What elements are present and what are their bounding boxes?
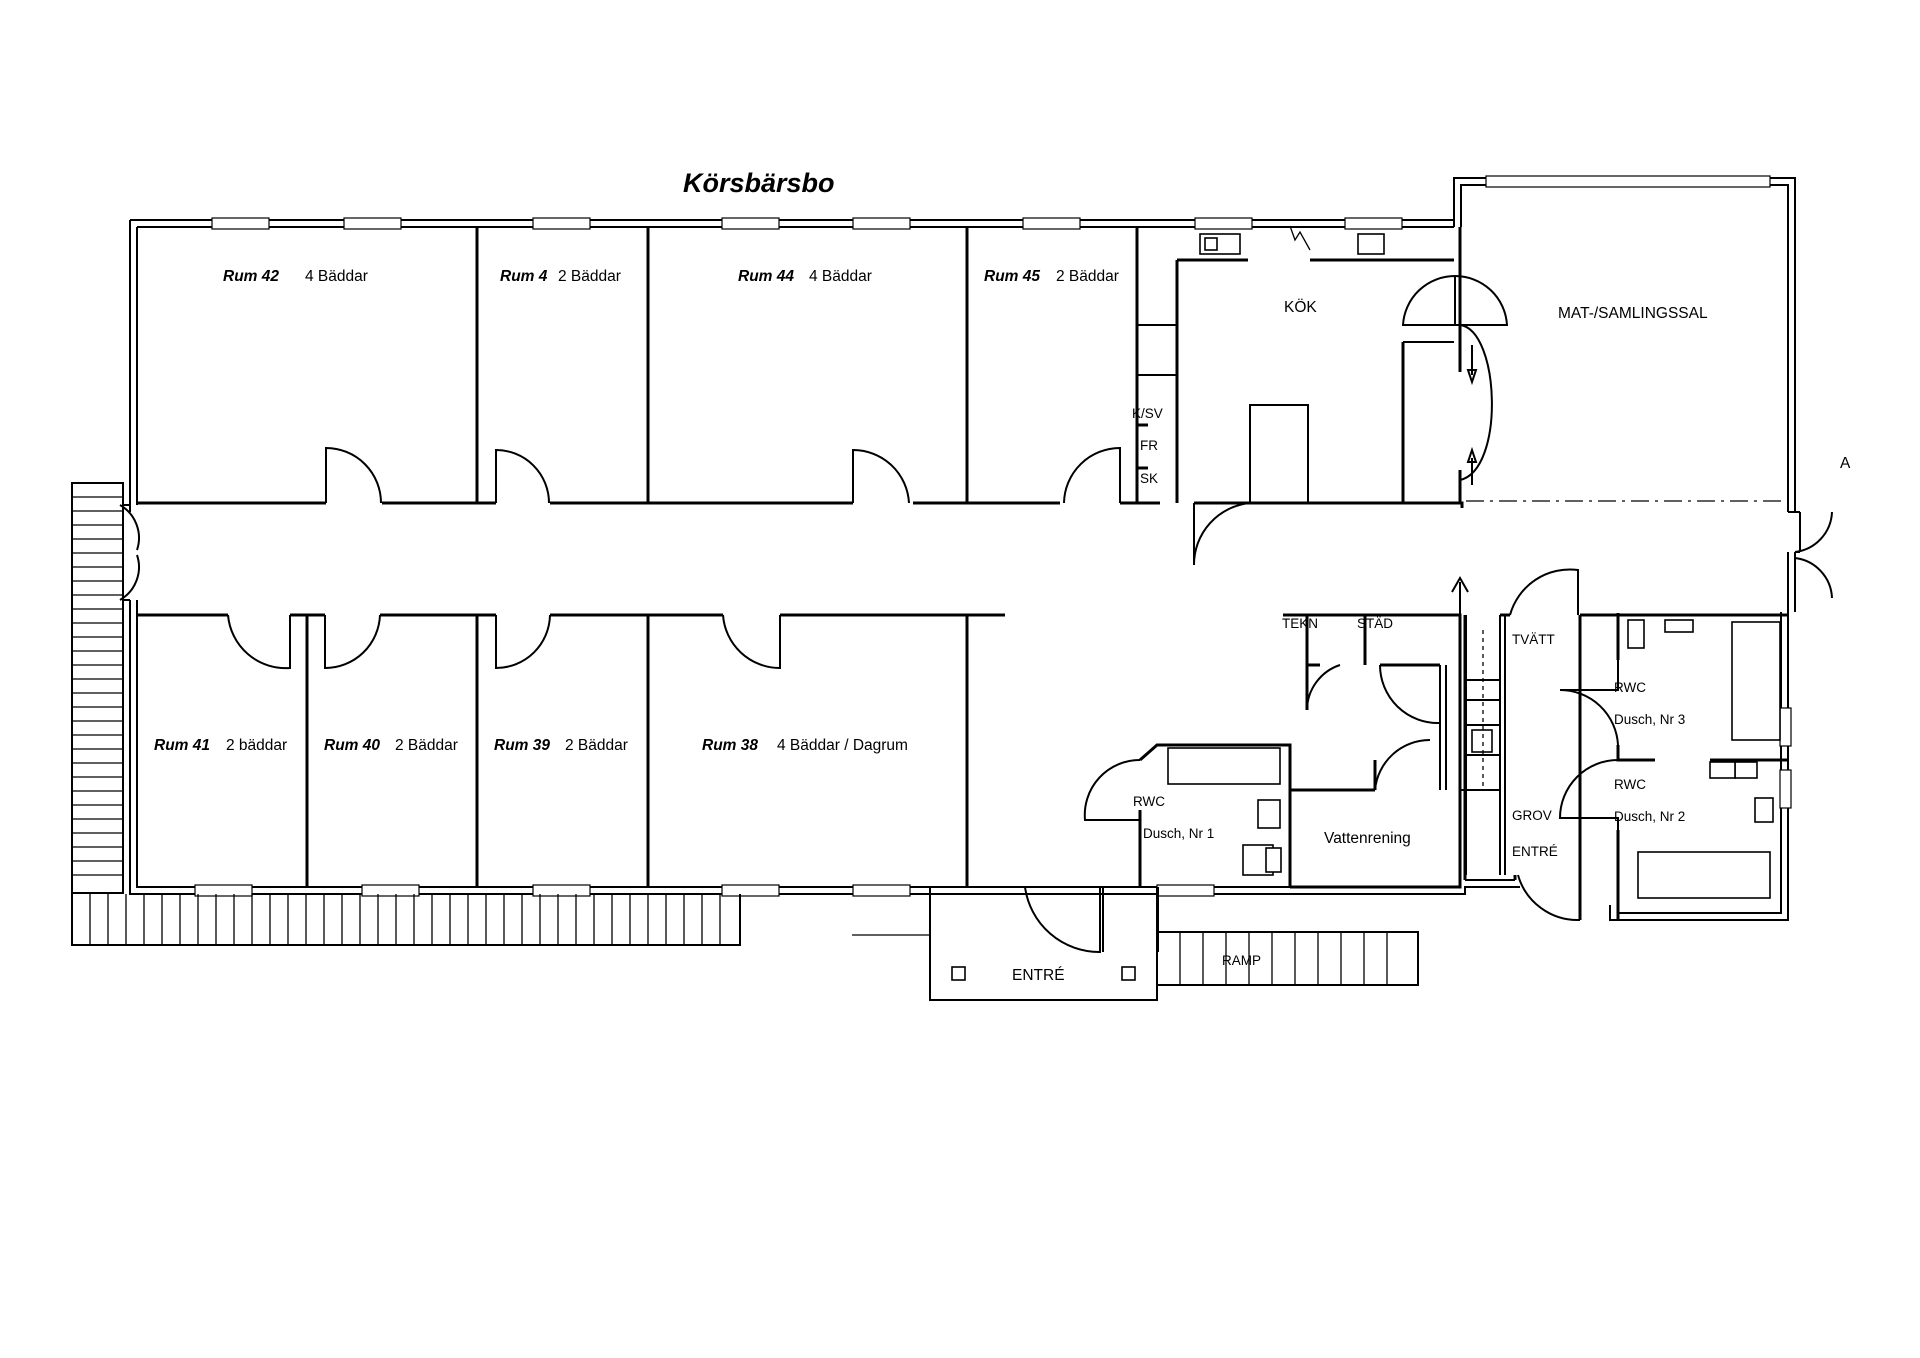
room-labels: Rum 42 4 Bäddar Rum 4 2 Bäddar Rum 44 4 …	[154, 268, 1851, 984]
dusch-3-label: Dusch, Nr 3	[1614, 712, 1685, 727]
north-room-walls	[137, 227, 1785, 508]
closet-sk-label: SK	[1140, 471, 1158, 486]
grov-label: GROV	[1512, 808, 1552, 823]
dining-hall-label: MAT-/SAMLINGSSAL	[1558, 305, 1708, 322]
grov-entre-label: ENTRÉ	[1512, 844, 1558, 859]
tekn-label: TEKN	[1282, 616, 1318, 631]
closet-ksv-label: K/SV	[1132, 406, 1163, 421]
plan-title: Körsbärsbo	[683, 168, 835, 198]
room-4-name: Rum 4	[500, 268, 548, 285]
room-39-name: Rum 39	[494, 737, 550, 754]
rwc-2-label: RWC	[1614, 777, 1646, 792]
kitchen-label: KÖK	[1284, 298, 1317, 316]
room-40-name: Rum 40	[324, 737, 380, 754]
doors	[119, 274, 1833, 954]
room-38-name: Rum 38	[702, 737, 758, 754]
west-stairs	[71, 482, 124, 894]
room-44-beds: 4 Bäddar	[809, 268, 872, 285]
kitchen-fixtures	[1199, 225, 1385, 255]
closet-fr-label: FR	[1140, 438, 1158, 453]
room-41-beds: 2 bäddar	[226, 737, 287, 754]
south-room-walls	[137, 613, 1159, 1001]
stad-label: STÄD	[1357, 616, 1393, 631]
ramp-label: RAMP	[1222, 953, 1261, 968]
vattenrening-label: Vattenrening	[1324, 830, 1411, 847]
room-45-beds: 2 Bäddar	[1056, 268, 1119, 285]
room-39-beds: 2 Bäddar	[565, 737, 628, 754]
ramp	[1157, 931, 1419, 986]
room-45-name: Rum 45	[984, 268, 1040, 285]
rwc-3-label: RWC	[1614, 680, 1646, 695]
windows	[194, 175, 1792, 897]
room-42-name: Rum 42	[223, 268, 279, 285]
rwc-1-label: RWC	[1133, 794, 1165, 809]
room-42-beds: 4 Bäddar	[305, 268, 368, 285]
room-4-beds: 2 Bäddar	[558, 268, 621, 285]
entrance-label: ENTRÉ	[1012, 967, 1065, 984]
south-deck	[71, 894, 741, 946]
room-38-beds: 4 Bäddar / Dagrum	[777, 737, 908, 754]
dusch-2-label: Dusch, Nr 2	[1614, 809, 1685, 824]
exit-a-label: A	[1840, 455, 1851, 472]
tvatt-label: TVÄTT	[1512, 632, 1555, 647]
service-block-walls	[1138, 613, 1788, 920]
room-41-name: Rum 41	[154, 737, 210, 754]
room-40-beds: 2 Bäddar	[395, 737, 458, 754]
dusch-1-label: Dusch, Nr 1	[1143, 826, 1214, 841]
room-44-name: Rum 44	[738, 268, 794, 285]
